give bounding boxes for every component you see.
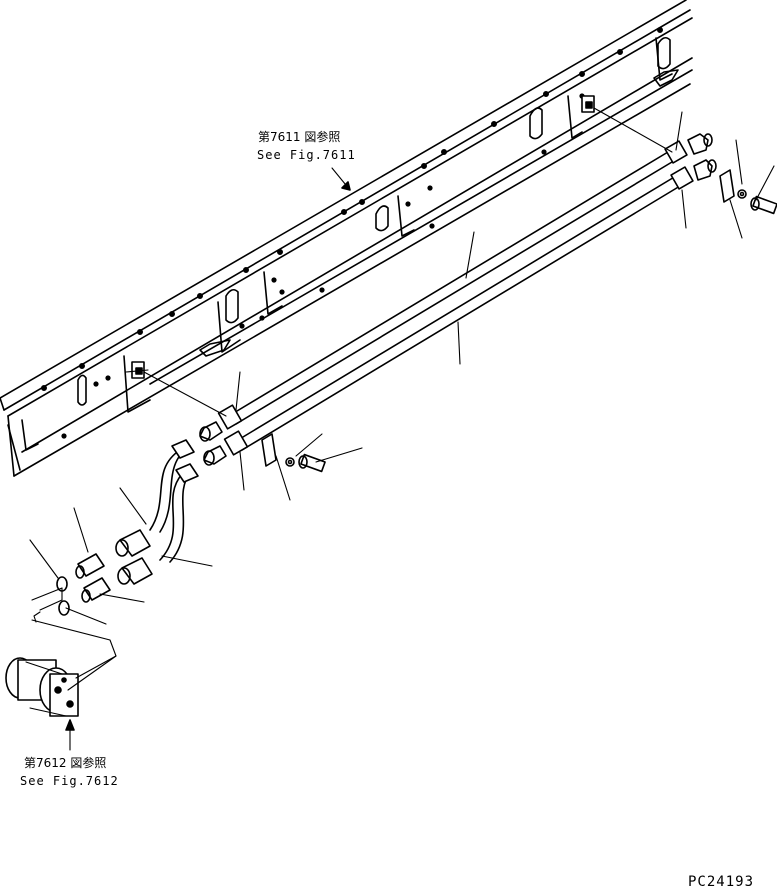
frame-bracket-left bbox=[125, 361, 149, 379]
hose-fitting-right-upper bbox=[664, 133, 713, 164]
reference-arrow-7611 bbox=[331, 167, 351, 191]
frame-bracket-right bbox=[581, 95, 595, 113]
hose-fitting-left-upper bbox=[199, 404, 243, 442]
hydraulic-motor bbox=[5, 657, 79, 717]
reference-label-7611-ja: 第7611 図参照 bbox=[258, 130, 341, 144]
hose-fitting-right-lower bbox=[670, 159, 717, 190]
reference-label-7611-en: See Fig.7611 bbox=[257, 148, 356, 162]
drawing-code: PC24193 bbox=[688, 874, 755, 890]
adapter-fittings bbox=[56, 553, 111, 616]
guide-lines bbox=[31, 107, 673, 691]
reference-arrow-7612 bbox=[65, 719, 75, 751]
hydraulic-hoses bbox=[56, 133, 777, 616]
rivet-holes bbox=[40, 26, 663, 439]
clamp-and-bolt-left bbox=[261, 433, 326, 473]
leader-lines bbox=[29, 111, 775, 625]
reference-label-7612-ja: 第7612 図参照 bbox=[24, 756, 107, 770]
curved-hose-pair bbox=[115, 439, 199, 585]
hose-fitting-left-lower bbox=[203, 430, 249, 466]
frame-rail bbox=[0, 0, 693, 477]
reference-label-7612-en: See Fig.7612 bbox=[20, 774, 119, 788]
clamp-and-bolt-right bbox=[719, 169, 777, 215]
